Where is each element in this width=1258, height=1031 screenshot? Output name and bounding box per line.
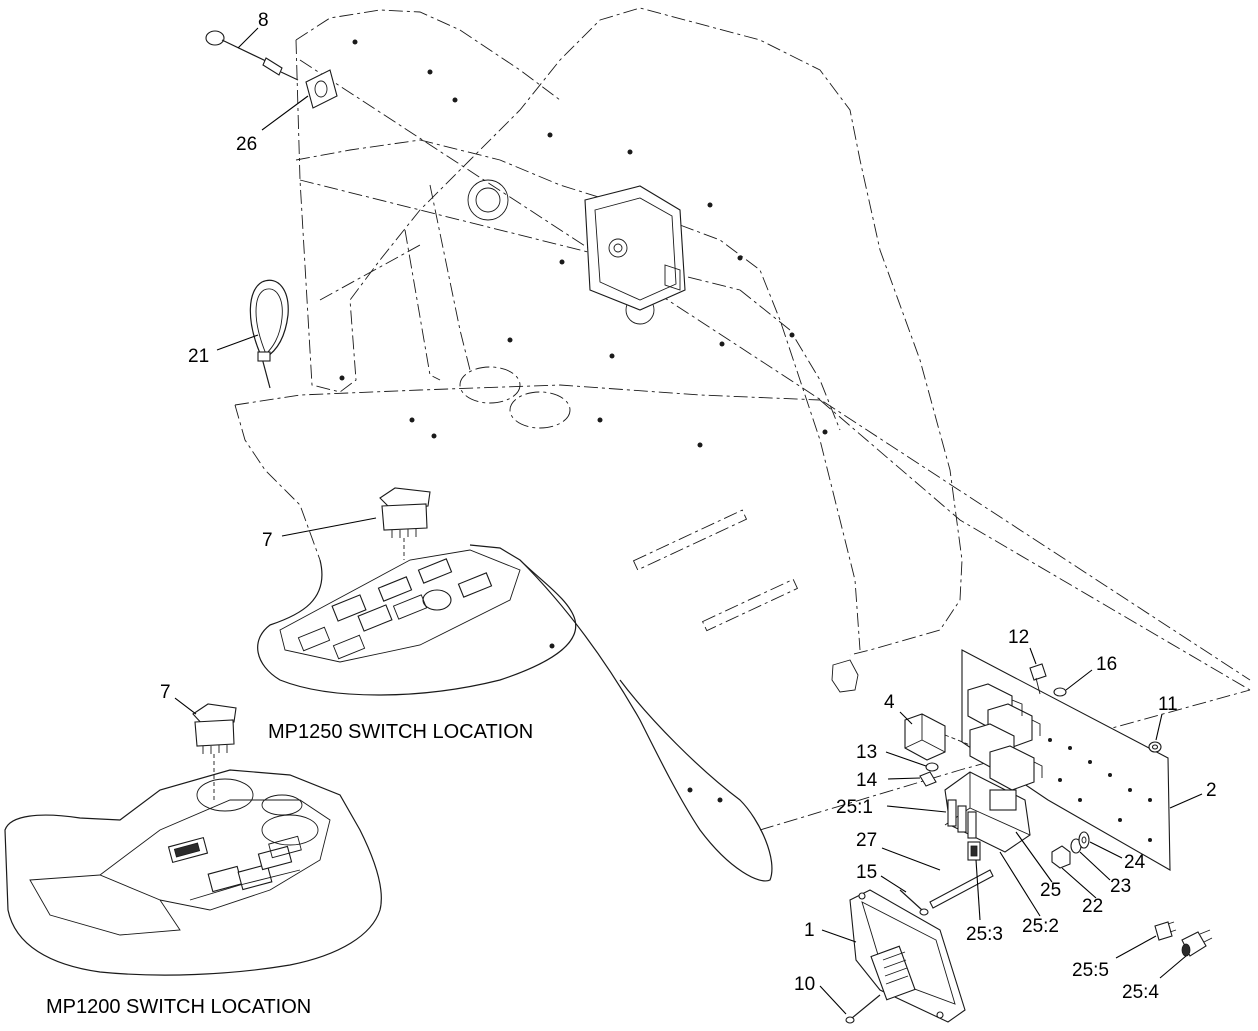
callout-2: 2 <box>1206 780 1217 801</box>
part-7-rocker-switch-lower <box>192 703 237 800</box>
part-10-bolt <box>845 994 881 1024</box>
callout-24: 24 <box>1124 852 1146 873</box>
callout-26: 26 <box>236 134 257 155</box>
callout-25-2: 25:2 <box>1022 916 1059 937</box>
callout-21: 21 <box>188 346 209 367</box>
console-frame <box>234 7 1251 831</box>
callout-7-lower: 7 <box>160 682 171 703</box>
callout-10: 10 <box>794 974 815 995</box>
callout-11: 11 <box>1158 694 1178 715</box>
callout-14: 14 <box>856 770 878 791</box>
part-25-fuse-block <box>944 771 1031 861</box>
callout-22: 22 <box>1082 896 1103 917</box>
callout-25-4: 25:4 <box>1122 982 1159 1003</box>
hour-meter-module <box>584 185 686 311</box>
callout-12: 12 <box>1008 627 1029 648</box>
mp1200-switch-panel <box>4 769 382 976</box>
callout-4: 4 <box>884 692 895 713</box>
part-4-relay <box>904 713 971 761</box>
callout-25-1: 25:1 <box>836 797 873 818</box>
callout-25-5: 25:5 <box>1072 960 1109 981</box>
caption-mp1250: MP1250 SWITCH LOCATION <box>268 721 533 743</box>
part-27-strap <box>929 869 994 909</box>
callout-15: 15 <box>856 862 877 883</box>
callout-1: 1 <box>804 920 815 941</box>
callout-25: 25 <box>1040 880 1061 901</box>
callout-23: 23 <box>1110 876 1131 897</box>
hardware-fasteners <box>919 663 1162 787</box>
part-25-4-fuse <box>1181 929 1213 957</box>
leader-lines <box>174 27 1203 1015</box>
callout-7-upper: 7 <box>262 530 273 551</box>
part-8-cable-assembly <box>205 30 299 81</box>
mp1250-switch-panel <box>257 544 773 882</box>
caption-mp1200: MP1200 SWITCH LOCATION <box>46 996 311 1018</box>
part-7-rocker-switch-upper <box>379 487 431 560</box>
part-15-screw <box>899 889 929 916</box>
callout-8: 8 <box>258 10 269 31</box>
callout-27: 27 <box>856 830 877 851</box>
hardware-washers <box>1051 831 1090 869</box>
callout-13: 13 <box>856 742 877 763</box>
location-captions: MP1250 SWITCH LOCATION MP1200 SWITCH LOC… <box>46 721 533 1018</box>
part-21-cable-tie <box>249 279 289 389</box>
part-1-controller <box>849 889 966 1023</box>
callout-25-3: 25:3 <box>966 924 1003 945</box>
callout-16: 16 <box>1096 654 1117 675</box>
part-2-mounting-plate <box>961 649 1171 871</box>
relay-bank <box>967 683 1043 791</box>
callout-labels: 8 26 21 7 7 12 16 11 4 13 14 25:1 2 27 2… <box>160 10 1217 1003</box>
part-26-grommet <box>305 69 338 109</box>
part-25-5-fuse <box>1154 921 1177 941</box>
